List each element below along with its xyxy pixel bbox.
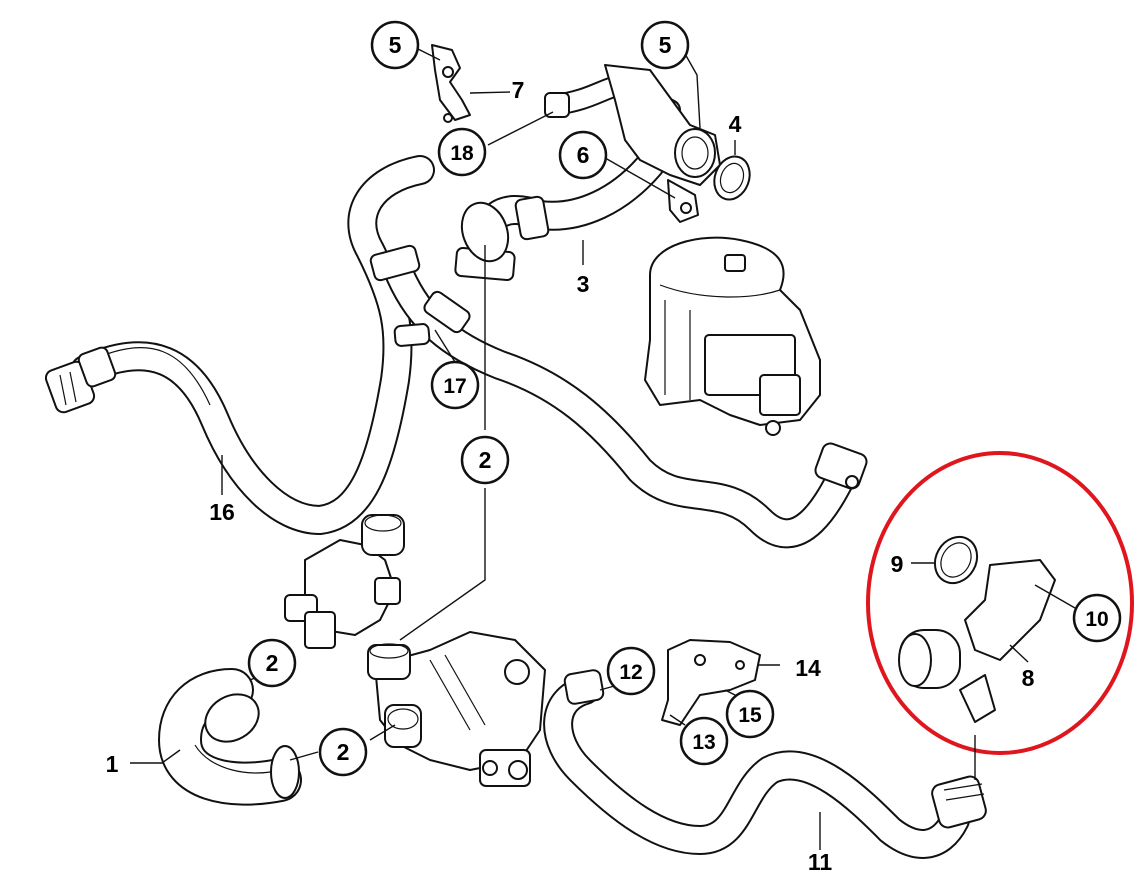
callout-1: 1 [106,751,119,777]
svg-text:11: 11 [808,849,833,875]
hose-17 [385,260,860,549]
callout-15: 15 [725,689,775,739]
flange-housing [604,64,721,223]
svg-text:6: 6 [577,142,590,168]
svg-text:7: 7 [512,77,525,103]
callout-9: 9 [891,551,904,577]
svg-text:16: 16 [209,499,235,525]
callouts: 5 5 7 4 6 18 3 17 2 16 9 10 8 2 12 14 15… [106,20,1122,875]
hose-11 [543,669,987,859]
thermostat-body [284,514,405,649]
svg-text:2: 2 [337,739,350,765]
callout-2a: 2 [460,435,510,485]
svg-text:4: 4 [729,111,742,137]
svg-text:13: 13 [692,731,715,754]
svg-text:5: 5 [389,32,402,58]
callout-6: 6 [558,130,608,180]
callout-14: 14 [795,655,821,681]
hose-3 [454,150,665,281]
y-junction [369,244,471,347]
connector-16 [44,346,117,414]
svg-text:2: 2 [266,650,279,676]
hose-1 [158,668,302,806]
bracket-7 [431,44,471,123]
filter-housing [644,236,821,436]
highlight-ellipse [866,451,1134,755]
callout-7: 7 [512,77,525,103]
svg-text:12: 12 [619,661,642,684]
callout-4: 4 [729,111,742,137]
elbow-pipe-8 [898,559,1056,723]
callout-17: 17 [430,360,480,410]
svg-text:5: 5 [659,32,672,58]
svg-text:15: 15 [738,704,762,727]
svg-text:2: 2 [479,447,492,473]
connector-17 [814,442,868,490]
callout-11: 11 [808,849,833,875]
callout-8: 8 [1022,665,1035,691]
svg-text:14: 14 [795,655,821,681]
callout-5b: 5 [640,20,690,70]
bracket-13 [661,639,761,726]
callout-5a: 5 [370,20,420,70]
water-pump [367,631,546,787]
callout-2c: 2 [318,727,368,777]
callout-2b: 2 [247,638,297,688]
callout-10: 10 [1072,593,1122,643]
callout-16: 16 [209,499,235,525]
svg-text:9: 9 [891,551,904,577]
svg-text:1: 1 [106,751,119,777]
svg-text:18: 18 [450,142,474,165]
svg-text:8: 8 [1022,665,1035,691]
o-ring-4 [713,155,751,201]
highlighted-region [866,451,1134,755]
hose-16 [70,155,435,535]
callout-12: 12 [606,646,656,696]
callout-18: 18 [437,127,487,177]
svg-text:17: 17 [443,375,466,398]
o-ring-9 [933,535,979,585]
svg-text:3: 3 [577,271,590,297]
svg-text:10: 10 [1085,608,1108,631]
callout-13: 13 [679,716,729,766]
callout-3: 3 [577,271,590,297]
